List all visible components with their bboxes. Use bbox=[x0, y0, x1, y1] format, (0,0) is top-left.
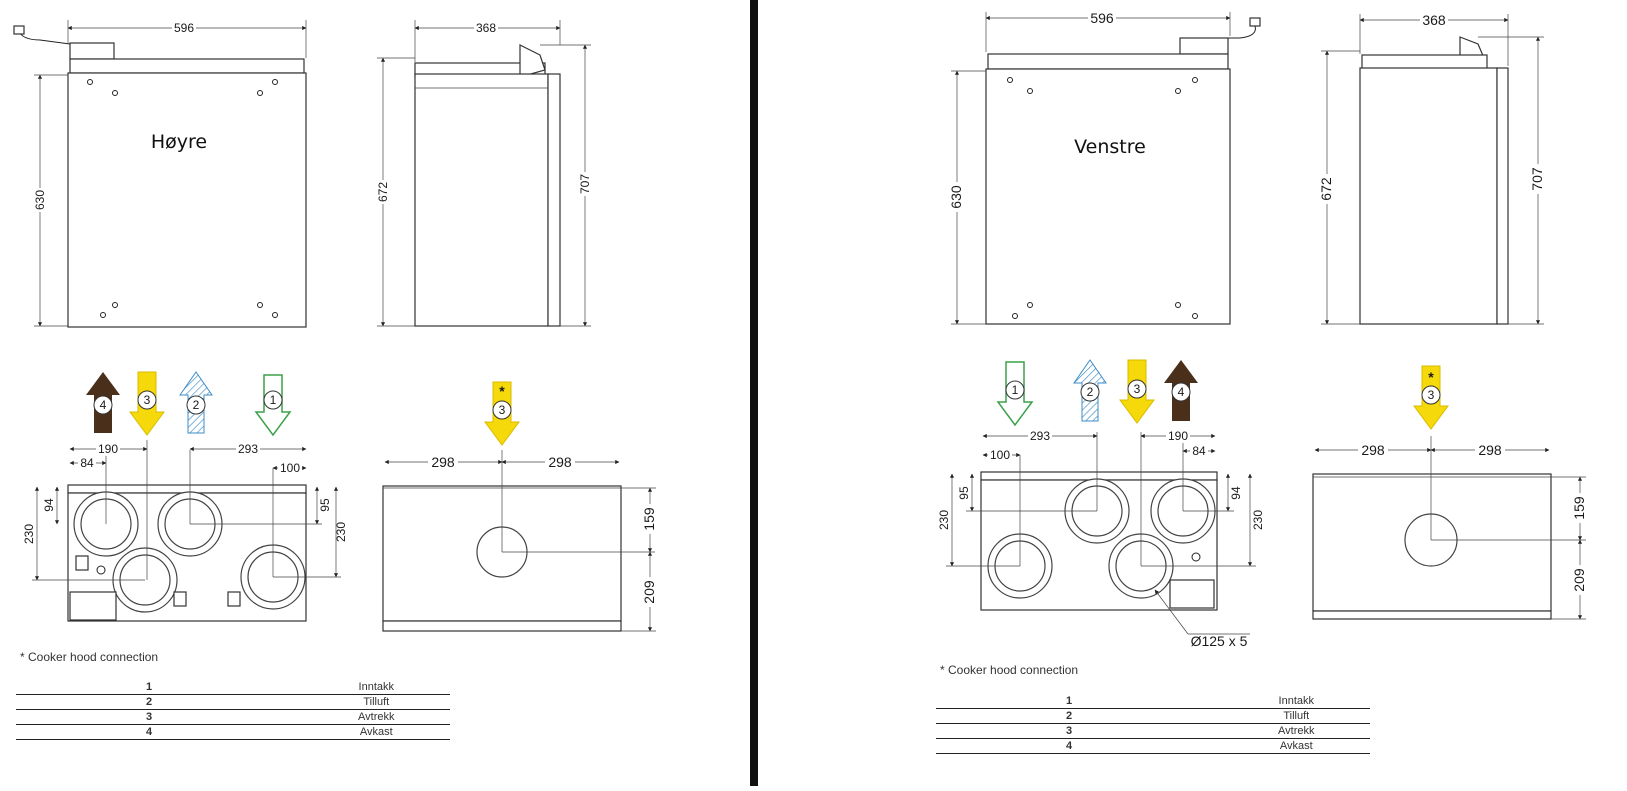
front-cabinet bbox=[985, 68, 1231, 325]
svg-text:3: 3 bbox=[1428, 388, 1435, 402]
arrow-3-avtrekk: 3 bbox=[129, 371, 165, 436]
arrow-1-inntakk: 1 bbox=[996, 361, 1034, 427]
dim-94: 94 bbox=[42, 498, 56, 512]
front-cabinet bbox=[67, 72, 307, 328]
dim-front-height: 630 bbox=[948, 185, 964, 209]
dim-190: 190 bbox=[98, 442, 118, 456]
svg-text:1: 1 bbox=[270, 393, 277, 407]
dim-side-depth: 368 bbox=[476, 21, 496, 35]
arrow-3-hood: * 3 bbox=[484, 381, 520, 446]
front-view: Venstre 596 630 bbox=[948, 10, 1261, 325]
dim-side-height-inner: 672 bbox=[1318, 177, 1334, 201]
cooker-hood-note: * Cooker hood connection bbox=[20, 650, 159, 664]
svg-text:2: 2 bbox=[193, 398, 200, 412]
dim-209: 209 bbox=[641, 580, 657, 604]
dim-95: 95 bbox=[957, 486, 971, 500]
power-cable-icon bbox=[17, 29, 71, 45]
svg-text:*: * bbox=[1428, 369, 1434, 385]
bottom-view: 190 84 293 100 94 230 95 bbox=[22, 440, 348, 622]
dim-100: 100 bbox=[990, 448, 1010, 462]
dim-230-left: 230 bbox=[22, 524, 36, 544]
dim-298-right: 298 bbox=[1478, 442, 1502, 458]
svg-text:3: 3 bbox=[499, 403, 506, 417]
dim-293: 293 bbox=[238, 442, 258, 456]
arrow-4-avkast: 4 bbox=[1164, 360, 1198, 421]
dim-298-right: 298 bbox=[548, 454, 572, 470]
front-view: Høyre 596 630 bbox=[13, 20, 307, 328]
plug-icon bbox=[13, 25, 25, 35]
svg-text:*: * bbox=[499, 383, 505, 399]
panel-divider bbox=[750, 0, 758, 786]
cooker-hood-note: * Cooker hood connection bbox=[940, 663, 1079, 677]
dim-230-right: 230 bbox=[334, 522, 348, 542]
dim-190: 190 bbox=[1168, 429, 1188, 443]
dim-293: 293 bbox=[1030, 429, 1050, 443]
side-cabinet bbox=[414, 73, 549, 327]
dim-159: 159 bbox=[641, 507, 657, 531]
bottom-view: 293 100 190 84 95 230 94 bbox=[937, 429, 1265, 649]
panel-hoyre: Høyre 596 630 368 bbox=[13, 20, 658, 632]
dim-159: 159 bbox=[1571, 496, 1587, 520]
svg-text:2: 2 bbox=[1087, 385, 1094, 399]
power-cable-icon bbox=[1215, 25, 1256, 39]
arrow-1-inntakk: 1 bbox=[254, 374, 292, 437]
svg-text:4: 4 bbox=[100, 398, 107, 412]
dim-84: 84 bbox=[80, 456, 94, 470]
svg-text:3: 3 bbox=[1134, 382, 1141, 396]
hood-view: * 3 298 298 159 bbox=[382, 381, 658, 632]
panel-venstre: Venstre 596 630 368 bbox=[937, 10, 1588, 649]
dim-230-right: 230 bbox=[1251, 510, 1265, 530]
dim-front-width: 596 bbox=[174, 21, 194, 35]
panel-title: Venstre bbox=[1074, 136, 1146, 158]
dim-298-left: 298 bbox=[1361, 442, 1385, 458]
arrow-2-tilluft: 2 bbox=[179, 371, 213, 434]
hood-view: * 3 298 298 159 bbox=[1312, 365, 1588, 620]
dim-100: 100 bbox=[280, 461, 300, 475]
panel-title: Høyre bbox=[151, 131, 207, 153]
arrow-3-avtrekk: 3 bbox=[1119, 359, 1155, 424]
side-view: 368 672 707 bbox=[375, 20, 593, 327]
side-view: 368 672 707 bbox=[1318, 12, 1547, 325]
duct-diameter-label: Ø125 x 5 bbox=[1191, 633, 1248, 649]
dim-side-height-outer: 707 bbox=[1529, 167, 1545, 191]
svg-text:1: 1 bbox=[1012, 383, 1019, 397]
plug-icon bbox=[1249, 17, 1261, 27]
dim-95: 95 bbox=[318, 498, 332, 512]
arrow-4-avkast: 4 bbox=[86, 372, 120, 433]
dim-side-height-inner: 672 bbox=[376, 182, 390, 202]
dim-side-height-outer: 707 bbox=[578, 174, 592, 194]
side-cabinet bbox=[1359, 67, 1498, 325]
dim-front-height: 630 bbox=[33, 190, 47, 210]
dim-298-left: 298 bbox=[431, 454, 455, 470]
svg-text:4: 4 bbox=[1178, 385, 1185, 399]
dim-209: 209 bbox=[1571, 568, 1587, 592]
arrow-3-hood: * 3 bbox=[1413, 365, 1449, 430]
dim-side-depth: 368 bbox=[1422, 12, 1446, 28]
dim-84: 84 bbox=[1192, 444, 1206, 458]
dim-front-width: 596 bbox=[1090, 10, 1114, 26]
arrow-2-tilluft: 2 bbox=[1073, 359, 1107, 422]
dim-230-left: 230 bbox=[937, 510, 951, 530]
svg-text:3: 3 bbox=[144, 393, 151, 407]
dim-94: 94 bbox=[1229, 486, 1243, 500]
